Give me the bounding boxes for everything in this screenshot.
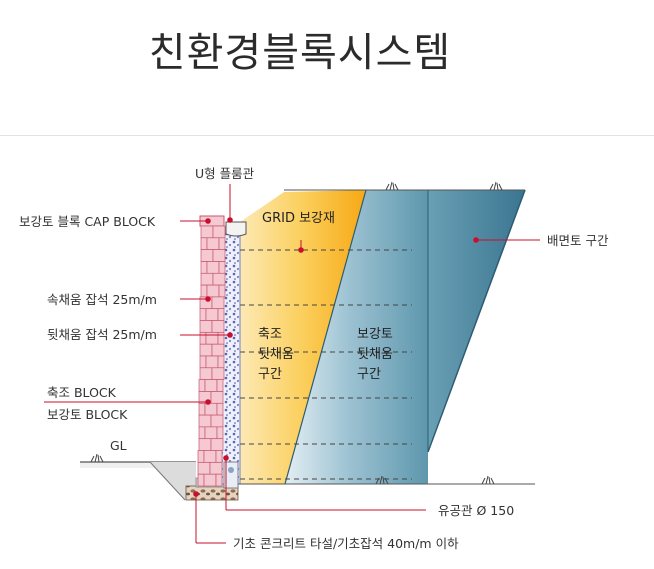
label-pipe: 유공관 Ø 150: [438, 503, 514, 518]
page-title: 친환경블록시스템: [148, 30, 452, 76]
facing-block: [216, 379, 224, 392]
facing-block: [217, 332, 225, 345]
facing-block: [198, 438, 212, 451]
facing-block: [217, 308, 225, 321]
perforated-pipe: [223, 461, 239, 489]
grid-lines: [240, 249, 412, 480]
facing-block: [198, 379, 206, 392]
label-front-soil: 배면토 구간: [547, 233, 609, 248]
soil-slope-line: [427, 189, 526, 453]
label-grid: GRID 보강재: [262, 211, 335, 226]
facing-block: [216, 402, 224, 416]
facing-block: [211, 343, 225, 357]
facing-block: [199, 343, 213, 357]
facing-block: [206, 237, 220, 250]
zone-fills: [240, 189, 526, 485]
facing-block: [206, 261, 220, 274]
block-stack: [197, 215, 226, 487]
facing-block: [206, 284, 220, 298]
label-cap-block: 보강토 블록 CAP BLOCK: [19, 214, 156, 229]
facing-block: [198, 426, 206, 440]
facing-block: [212, 272, 226, 286]
facing-block: [198, 402, 206, 416]
facing-block: [218, 237, 226, 250]
facing-block: [218, 261, 226, 274]
facing-block: [200, 272, 214, 286]
facing-block: [200, 225, 214, 239]
pipe-hole: [228, 467, 234, 473]
facing-block: [197, 473, 205, 487]
facing-block: [209, 462, 223, 475]
facing-block: [211, 296, 225, 310]
facing-block: [211, 367, 225, 380]
facing-block: [200, 284, 208, 298]
facing-block: [210, 414, 224, 428]
facing-block: [204, 402, 218, 416]
title-divider: [0, 135, 654, 136]
reinforced-zone-line-2: 뒷채움: [357, 347, 393, 362]
facing-block: [204, 426, 218, 440]
ground-left: [80, 461, 196, 501]
grass-tufts: [90, 181, 503, 485]
label-u-flume: U형 플룸관: [195, 166, 255, 181]
reinforced-backfill-zone: [285, 190, 428, 484]
facing-block: [216, 426, 224, 440]
facing-block: [200, 249, 214, 262]
facing-block: [203, 450, 217, 463]
facing-block: [210, 438, 224, 451]
facing-block: [199, 355, 207, 369]
facing-block: [200, 237, 208, 250]
facing-block: [210, 391, 224, 404]
facing-block: [197, 462, 211, 475]
build-backfill-zone: [240, 190, 366, 484]
label-foundation: 기초 콘크리트 타설/기초잡석 40m/m 이하: [233, 536, 459, 551]
label-back-fill: 뒷채움 잡석 25m/m: [47, 327, 157, 342]
label-facing-block: 축조 BLOCK: [47, 385, 117, 400]
build-zone-line-2: 뒷채움: [258, 347, 294, 362]
facing-block: [217, 355, 225, 369]
reinforced-zone-line-1: 보강토: [357, 327, 393, 342]
facing-block: [200, 261, 208, 274]
reinforced-zone-line-3: 구간: [357, 367, 381, 382]
build-zone-line-1: 축조: [258, 327, 282, 342]
label-gl: GL: [110, 438, 127, 453]
facing-block: [204, 379, 218, 392]
label-reinforced-block: 보강토 BLOCK: [47, 407, 128, 422]
facing-block: [218, 284, 226, 298]
facing-block: [203, 473, 217, 487]
slope-line: [284, 189, 367, 485]
facing-block: [199, 367, 213, 380]
facing-block: [212, 249, 226, 262]
facing-block: [212, 225, 226, 239]
build-zone-line-3: 구간: [258, 367, 282, 382]
facing-block: [215, 450, 223, 463]
label-inner-fill: 속채움 잡석 25m/m: [47, 292, 157, 307]
facing-block: [205, 355, 219, 369]
facing-block: [211, 320, 225, 333]
facing-block: [205, 308, 219, 321]
facing-block: [197, 450, 205, 463]
leader-lines: [44, 184, 540, 544]
facing-block: [199, 308, 207, 321]
facing-block: [199, 320, 213, 333]
facing-block: [199, 332, 207, 345]
facing-block: [198, 414, 212, 428]
facing-block: [205, 332, 219, 345]
facing-block: [215, 473, 223, 487]
u-flume: [225, 221, 247, 237]
